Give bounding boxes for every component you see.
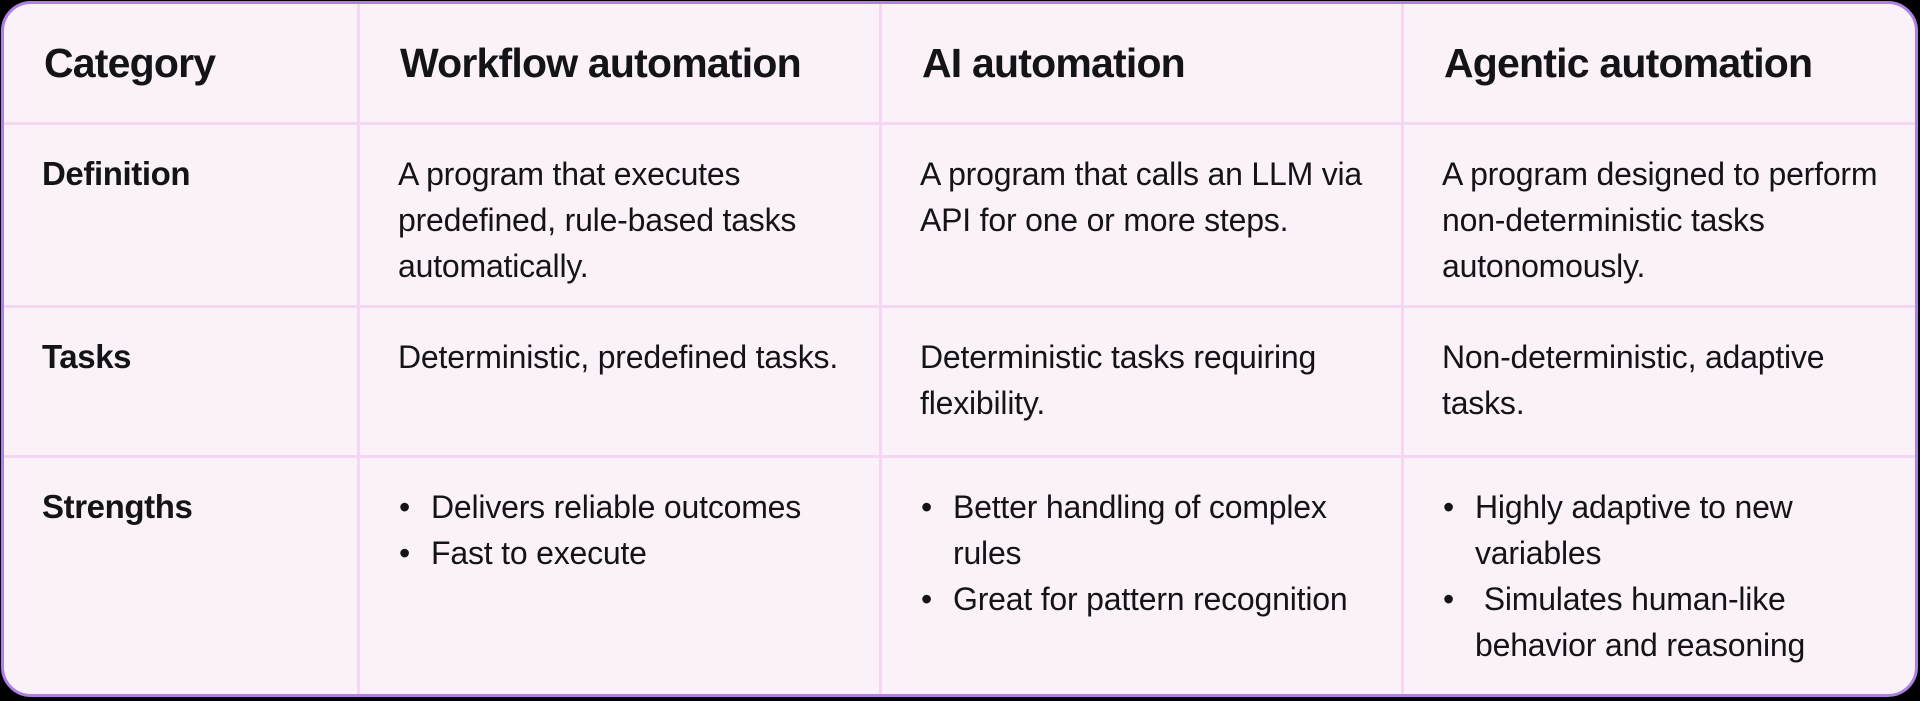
list-item-text: Highly adaptive to new variables [1475,489,1802,571]
column-header-ai-automation: AI automation [882,4,1404,125]
cell-strengths-agentic: • Highly adaptive to new variables • Simu… [1404,458,1915,694]
cell-tasks-ai: Deterministic tasks requiring flexibilit… [882,308,1404,458]
row-label-tasks: Tasks [4,308,360,458]
cell-definition-workflow: A program that executes predefined, rule… [360,125,882,308]
cell-strengths-workflow: • Delivers reliable outcomes • Fast to exe… [360,458,882,694]
strengths-list: • Delivers reliable outcomes • Fast to exe… [398,484,845,576]
column-header-label: AI automation [922,39,1186,86]
cell-strengths-ai: • Better handling of complex rules • Great… [882,458,1404,694]
bullet-icon: • [1443,489,1455,525]
list-item-text: Delivers reliable outcomes [431,489,802,525]
bullet-icon: • [399,489,411,525]
cell-definition-agentic: A program designed to perform non-determ… [1404,125,1915,308]
column-header-workflow-automation: Workflow automation [360,4,882,125]
strengths-list: • Highly adaptive to new variables • Simu… [1442,484,1881,668]
bullet-icon: • [921,489,933,525]
column-header-agentic-automation: Agentic automation [1404,4,1915,125]
row-label-strengths: Strengths [4,458,360,694]
list-item-text: Great for pattern recognition [953,581,1348,617]
list-item-text: Simulates human-like behavior and reason… [1475,581,1806,663]
column-header-label: Agentic automation [1444,39,1813,86]
list-item: • Great for pattern recognition [920,576,1367,622]
list-item-text: Better handling of complex rules [953,489,1336,571]
strengths-list: • Better handling of complex rules • Great… [920,484,1367,622]
column-header-label: Workflow automation [400,39,802,86]
list-item: • Simulates human-like behavior and reas… [1442,576,1881,668]
bullet-icon: • [399,535,411,571]
column-header-label: Category [44,39,216,86]
list-item: • Better handling of complex rules [920,484,1367,576]
cell-tasks-workflow: Deterministic, predefined tasks. [360,308,882,458]
cell-definition-ai: A program that calls an LLM via API for … [882,125,1404,308]
list-item: • Highly adaptive to new variables [1442,484,1881,576]
bullet-icon: • [1443,581,1455,617]
cell-tasks-agentic: Non-deterministic, adaptive tasks. [1404,308,1915,458]
list-item: • Fast to execute [398,530,845,576]
bullet-icon: • [921,581,933,617]
list-item-text: Fast to execute [431,535,647,571]
column-header-category: Category [4,4,360,125]
list-item: • Delivers reliable outcomes [398,484,845,530]
row-label-definition: Definition [4,125,360,308]
